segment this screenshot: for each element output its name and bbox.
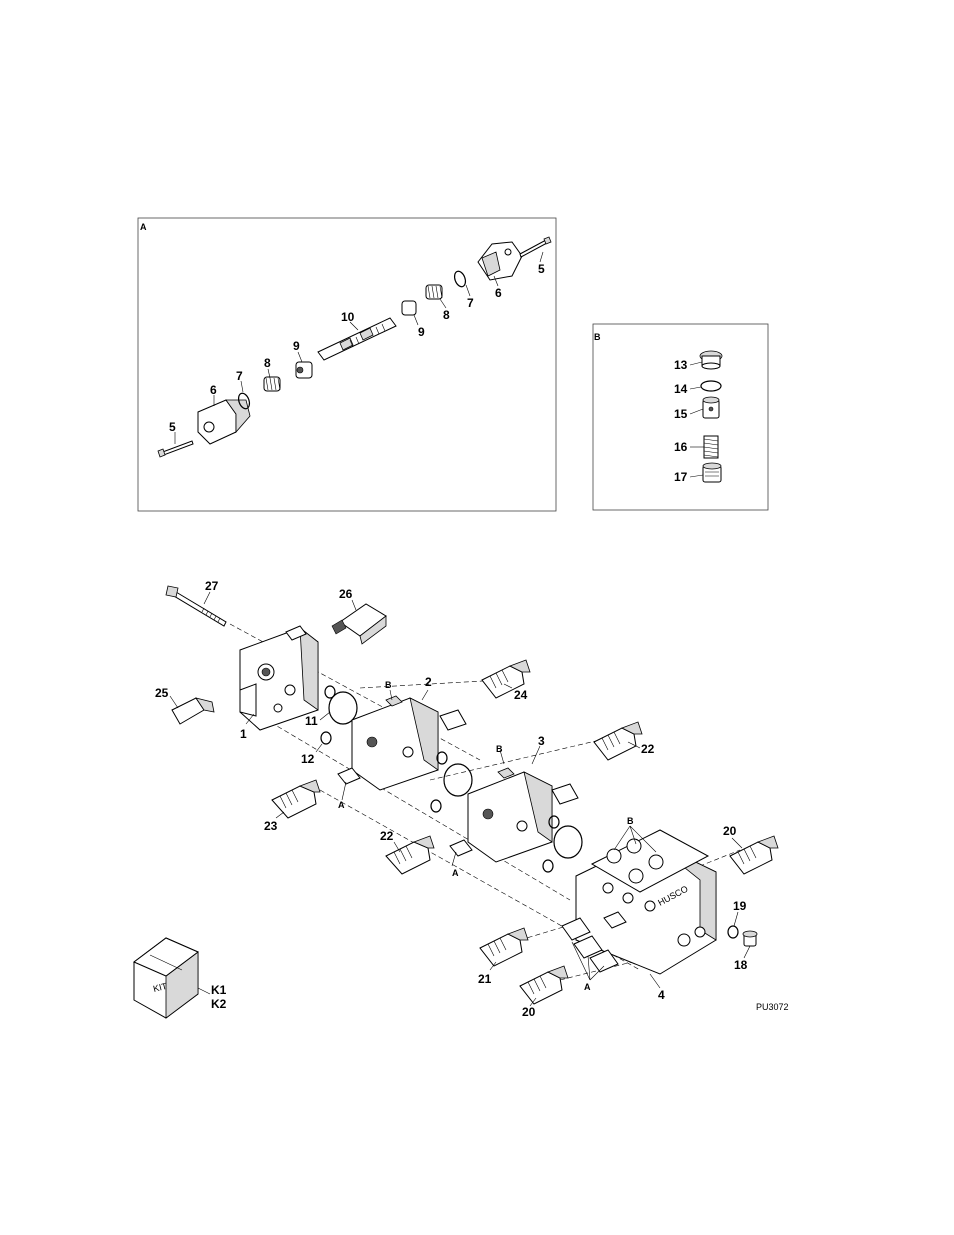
callout-1: 1 <box>240 727 247 741</box>
spool-10 <box>318 318 396 360</box>
plug-13 <box>700 351 722 369</box>
callout-8-left: 8 <box>264 356 271 370</box>
relief-valve-25 <box>172 698 214 724</box>
callout-26: 26 <box>339 587 353 601</box>
callout-10: 10 <box>341 310 355 324</box>
o-ring-section-2-3 <box>444 764 472 796</box>
callout-22-left: 22 <box>380 829 394 843</box>
cartridge-21 <box>480 928 528 966</box>
marker-b-valve-body: B <box>627 816 634 826</box>
spring-8-right <box>426 285 442 299</box>
callout-17: 17 <box>674 470 688 484</box>
callout-8-right: 8 <box>443 308 450 322</box>
callout-12: 12 <box>301 752 315 766</box>
callout-4: 4 <box>658 988 665 1002</box>
callout-22-right: 22 <box>641 742 655 756</box>
detail-a-label: A <box>140 222 147 232</box>
marker-a-section-3: A <box>452 868 459 878</box>
callout-6-left: 6 <box>210 383 217 397</box>
callout-27: 27 <box>205 579 219 593</box>
cartridge-22-right <box>594 722 642 760</box>
callout-3: 3 <box>538 734 545 748</box>
work-section-3 <box>450 768 578 862</box>
kit-box: KIT <box>134 938 198 1018</box>
o-ring-small-2-3-b <box>431 800 441 812</box>
cartridge-20-bottom <box>520 966 568 1004</box>
spring-8-left <box>264 377 280 391</box>
callout-14: 14 <box>674 382 688 396</box>
callout-18: 18 <box>734 958 748 972</box>
o-ring-11-small <box>325 686 335 698</box>
marker-a-valve-body: A <box>584 982 591 992</box>
callout-6-right: 6 <box>495 286 502 300</box>
seat-17 <box>703 463 721 482</box>
callout-9-right: 9 <box>418 325 425 339</box>
callout-25: 25 <box>155 686 169 700</box>
o-ring-19 <box>728 926 738 938</box>
bolt-5-left <box>158 441 193 457</box>
marker-a-section-2: A <box>338 800 345 810</box>
marker-b-section-3: B <box>496 744 503 754</box>
callout-15: 15 <box>674 407 688 421</box>
callout-16: 16 <box>674 440 688 454</box>
callout-20-right: 20 <box>723 824 737 838</box>
poppet-15 <box>703 397 719 418</box>
callout-2: 2 <box>425 675 432 689</box>
o-ring-12 <box>321 732 331 744</box>
valve-body-4: HUSCO <box>562 830 716 974</box>
o-ring-14 <box>701 381 721 391</box>
callout-5-left: 5 <box>169 420 176 434</box>
callout-21: 21 <box>478 972 492 986</box>
callout-k1: K1 <box>211 983 227 997</box>
callout-9-left: 9 <box>293 339 300 353</box>
detail-b-label: B <box>594 332 601 342</box>
callout-19: 19 <box>733 899 747 913</box>
callout-k2: K2 <box>211 997 227 1011</box>
callout-23: 23 <box>264 819 278 833</box>
plug-18 <box>743 931 757 946</box>
callout-7-right: 7 <box>467 296 474 310</box>
spring-16 <box>704 436 718 458</box>
callout-7-left: 7 <box>236 369 243 383</box>
o-ring-section-3-4 <box>554 826 582 858</box>
washer-9-right <box>402 301 416 315</box>
cartridge-23 <box>272 780 320 818</box>
callout-13: 13 <box>674 358 688 372</box>
figure-id: PU3072 <box>756 1002 789 1012</box>
marker-b-section-2: B <box>385 680 392 690</box>
o-ring-small-3-4-b <box>543 860 553 872</box>
detail-b-panel: B 13 14 15 16 17 <box>593 324 768 510</box>
callout-11: 11 <box>305 714 318 728</box>
relief-valve-26 <box>332 604 386 644</box>
main-assembly: HUSCO <box>134 579 789 1019</box>
callout-20-bottom: 20 <box>522 1005 536 1019</box>
bolt-5-right <box>520 237 551 257</box>
callout-5-right: 5 <box>538 262 545 276</box>
end-cap-6-right <box>478 242 522 280</box>
callout-24: 24 <box>514 688 528 702</box>
cartridge-20-right <box>730 836 778 874</box>
o-ring-7-right <box>453 270 468 288</box>
detail-a-panel: A <box>138 218 556 511</box>
washer-9-left <box>296 362 312 378</box>
